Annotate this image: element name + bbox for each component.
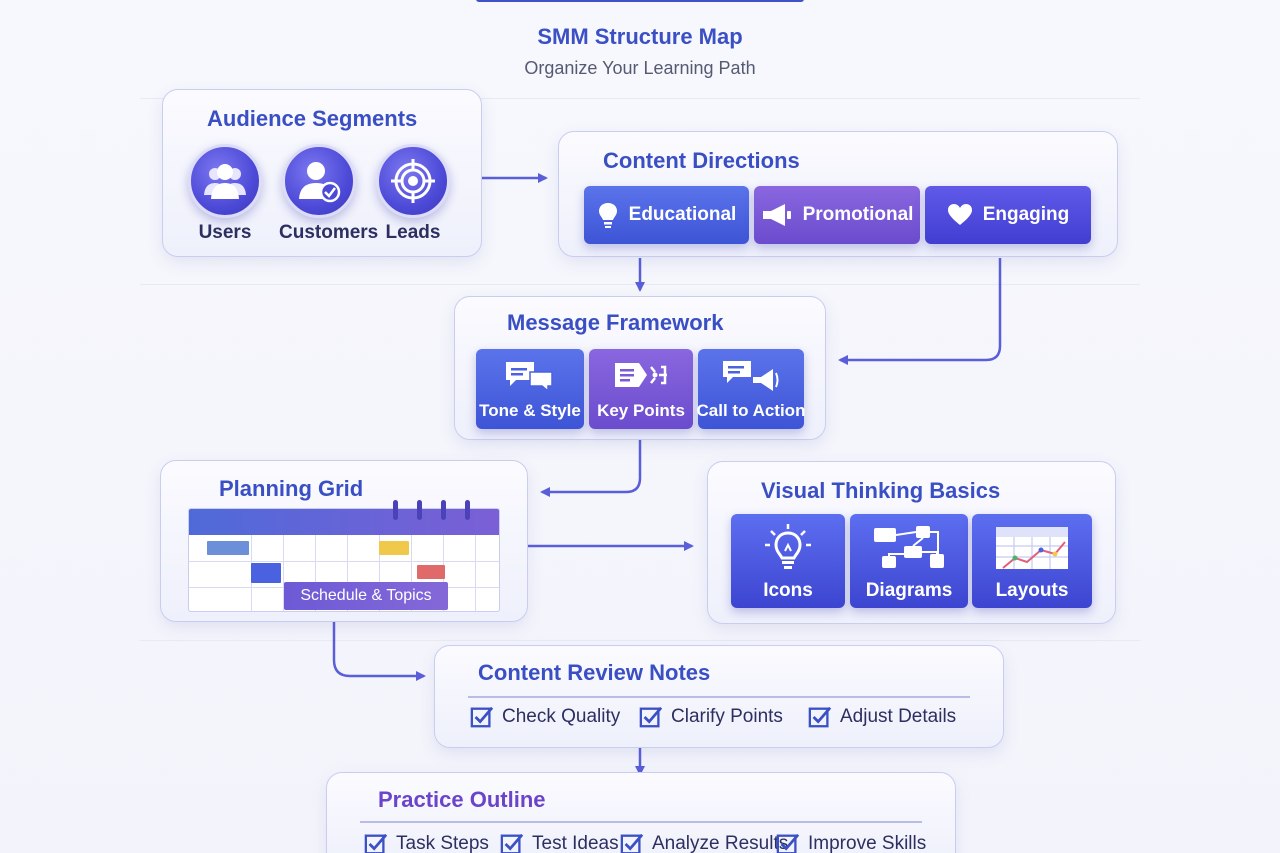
chat-megaphone-icon [723, 361, 779, 391]
arrow-planning-to-review [332, 612, 426, 681]
review-check-quality[interactable]: Check Quality [470, 705, 620, 729]
visual-label: Layouts [995, 580, 1069, 601]
list-points-icon [615, 363, 667, 387]
calendar-event [417, 565, 445, 579]
practice-analyze-results[interactable]: Analyze Results [620, 832, 788, 853]
arrow-framework-to-planning [540, 440, 642, 497]
practice-improve-skills[interactable]: Improve Skills [776, 832, 926, 853]
checkbox-checked-icon [620, 833, 644, 853]
checkbox-checked-icon [776, 833, 800, 853]
practice-item-label: Task Steps [396, 833, 489, 853]
content-directions-title: Content Directions [603, 148, 800, 173]
calendar-event [251, 563, 281, 583]
checkbox-checked-icon [808, 706, 832, 728]
practice-item-label: Improve Skills [808, 833, 927, 853]
message-framework-title: Message Framework [507, 310, 724, 335]
calendar-event [207, 541, 249, 555]
users-icon [204, 164, 246, 199]
framework-call-to-action-tile[interactable]: Call to Action [696, 349, 806, 429]
direction-label: Educational [628, 204, 737, 225]
direction-label: Promotional [802, 204, 914, 225]
divider-line [140, 98, 1140, 99]
visual-diagrams-tile[interactable]: Diagrams [850, 514, 968, 608]
framework-label: Call to Action [696, 401, 806, 420]
audience-label: Leads [385, 222, 441, 243]
checkbox-checked-icon [470, 706, 494, 728]
audience-segments-title: Audience Segments [207, 106, 418, 131]
visual-thinking-title: Visual Thinking Basics [761, 478, 1001, 503]
framework-key-points-tile[interactable]: Key Points [589, 349, 693, 429]
practice-item-label: Test Ideas [532, 833, 619, 853]
arrow-engaging-to-framework [838, 258, 1002, 365]
audience-item-users[interactable]: Users [185, 144, 265, 244]
practice-item-label: Analyze Results [652, 833, 789, 853]
layout-chart-icon [996, 527, 1068, 569]
visual-label: Icons [763, 580, 813, 601]
visual-label: Diagrams [865, 580, 953, 601]
calendar-header [189, 509, 499, 535]
audience-segments-panel: Audience Segments Users Customers [162, 89, 482, 257]
top-accent-bar [476, 0, 804, 2]
customer-check-icon [299, 162, 341, 203]
direction-promotional-button[interactable]: Promotional [754, 186, 920, 244]
framework-label: Tone & Style [479, 401, 581, 420]
lightbulb-icon [765, 524, 811, 569]
calendar-ring [465, 500, 470, 520]
schedule-topics-label: Schedule & Topics [284, 582, 448, 610]
checkbox-checked-icon [639, 706, 663, 728]
review-item-label: Check Quality [502, 706, 621, 727]
visual-layouts-tile[interactable]: Layouts [972, 514, 1092, 608]
audience-item-leads[interactable]: Leads [373, 144, 453, 244]
target-icon [391, 159, 435, 203]
visual-icons-tile[interactable]: Icons [731, 514, 845, 608]
review-item-label: Clarify Points [671, 706, 783, 727]
direction-label: Engaging [982, 204, 1070, 225]
audience-label: Users [198, 222, 252, 243]
practice-task-steps[interactable]: Task Steps [364, 832, 489, 853]
review-divider [468, 696, 970, 698]
practice-outline-title: Practice Outline [378, 787, 546, 812]
framework-tone-style-tile[interactable]: Tone & Style [476, 349, 584, 429]
direction-engaging-button[interactable]: Engaging [925, 186, 1091, 244]
review-clarify-points[interactable]: Clarify Points [639, 705, 783, 729]
checkbox-checked-icon [364, 833, 388, 853]
framework-label: Key Points [597, 401, 685, 420]
practice-test-ideas[interactable]: Test Ideas [500, 832, 619, 853]
audience-label: Customers [279, 222, 379, 243]
megaphone-icon [762, 204, 791, 226]
checkbox-checked-icon [500, 833, 524, 853]
lightbulb-icon [598, 203, 617, 228]
review-adjust-details[interactable]: Adjust Details [808, 705, 956, 729]
calendar-event [379, 541, 409, 555]
practice-outline-panel: Practice Outline [326, 772, 956, 853]
divider-line [140, 640, 1140, 641]
heart-icon [947, 204, 972, 225]
flowchart-icon [874, 526, 944, 568]
page-subtitle: Organize Your Learning Path [524, 58, 756, 78]
review-item-label: Adjust Details [840, 706, 957, 727]
audience-item-customers[interactable]: Customers [279, 144, 379, 244]
direction-educational-button[interactable]: Educational [584, 186, 749, 244]
calendar-ring [417, 500, 422, 520]
planning-grid-title: Planning Grid [219, 476, 364, 501]
chat-bubbles-icon [506, 362, 553, 392]
calendar-ring [441, 500, 446, 520]
practice-divider [360, 821, 922, 823]
calendar-ring [393, 500, 398, 520]
page-title: SMM Structure Map [537, 24, 743, 49]
content-review-title: Content Review Notes [478, 660, 711, 685]
